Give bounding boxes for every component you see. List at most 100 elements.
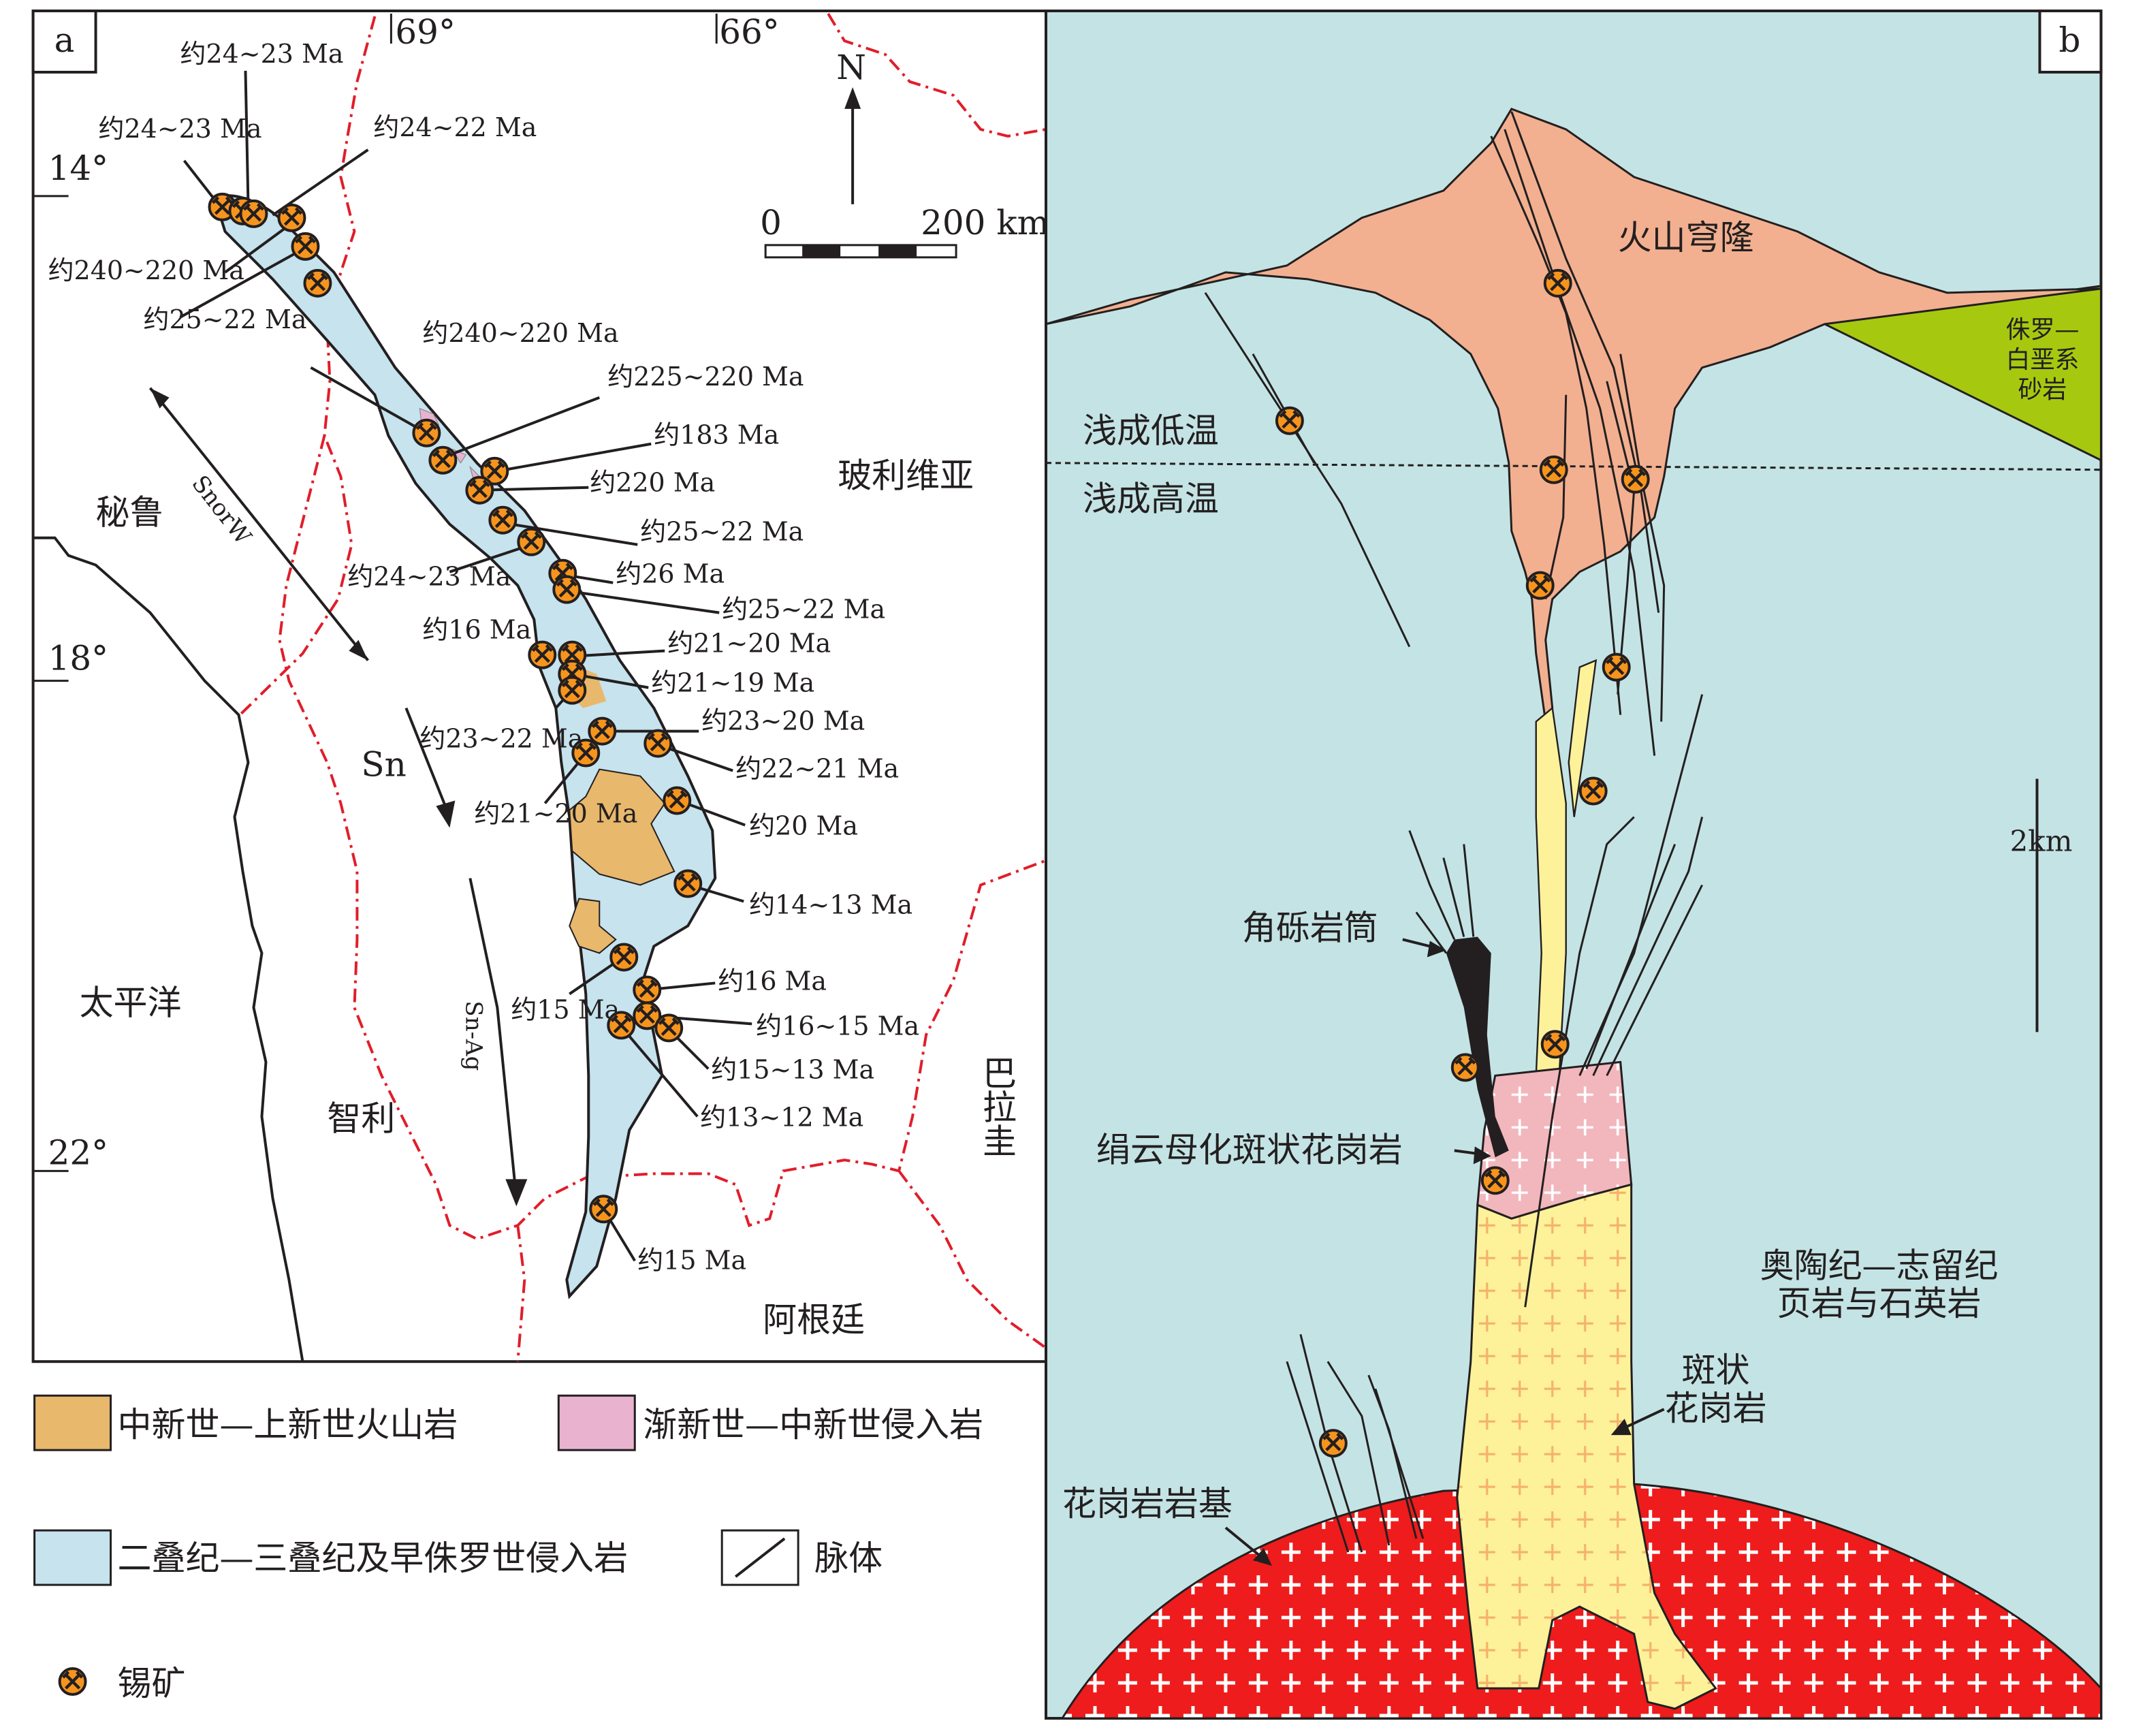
volcanic-field [569, 898, 617, 954]
age-label: 约225~220 Ma [607, 362, 804, 392]
age-label: 约14~13 Ma [749, 889, 912, 919]
tin-deposit-icon [1604, 654, 1630, 680]
scale-bar [764, 244, 957, 259]
tin-deposit-icon [573, 740, 599, 766]
tin-deposit-icon [675, 870, 701, 896]
tin-deposit-icon [466, 477, 492, 503]
leader-line [572, 649, 665, 658]
volcanic-field [569, 768, 676, 886]
leader-line [244, 70, 250, 204]
tin-deposit-icon [559, 678, 585, 704]
latitude-18: 18° [48, 639, 109, 678]
tin-deposit-icon [1277, 408, 1303, 434]
tin-deposit-icon [1482, 1167, 1508, 1193]
longitude-66: 66° [719, 12, 780, 52]
batholith-label: 花岗岩岩基 [1062, 1484, 1233, 1524]
age-label: 约23~20 Ma [701, 706, 865, 736]
tin-deposit-icon [413, 420, 439, 446]
breccia-pipe-label: 角砾岩筒 [1242, 908, 1378, 947]
sn-arrow-icon [436, 800, 456, 828]
tin-deposit-icon [279, 205, 304, 231]
leader-line [179, 247, 306, 319]
age-label: 约16~15 Ma [756, 1011, 919, 1041]
scale-label-2km: 2km [2009, 825, 2072, 858]
tin-deposit-icon [304, 270, 330, 296]
scale-start: 0 [760, 203, 782, 242]
age-label: 约15 Ma [511, 994, 620, 1024]
legend-permian-intrusive: 二叠纪—三叠纪及早侏罗世侵入岩 [118, 1538, 629, 1578]
volcanic-dome [1045, 108, 2101, 725]
sandstone-label-3: 砂岩 [2018, 376, 2067, 404]
sandstone-label-2: 白垩系 [2005, 346, 2079, 374]
porphyry-label-2: 花岗岩 [1665, 1389, 1767, 1428]
tin-deposit-icon [608, 1012, 634, 1038]
panel-b-cross-section: 2km b 火山穹隆 侏罗— 白垩系 砂岩 浅成低温 浅成高温 角砾岩筒 绢云母… [1045, 9, 2103, 1720]
tin-deposit-icon [529, 642, 555, 668]
legend-swatch-volcanic [33, 1394, 112, 1451]
tin-deposit-icon [1545, 270, 1571, 296]
tin-deposit-icon [664, 788, 690, 814]
longitude-69: 69° [395, 12, 456, 52]
pacific-ocean: 太平洋 [80, 983, 182, 1022]
north-arrowhead-icon [844, 86, 861, 109]
sericitized-label: 绢云母化斑状花岗岩 [1096, 1130, 1403, 1169]
breccia-pipe [1446, 936, 1509, 1158]
high-sulfidation-label: 浅成高温 [1083, 479, 1219, 519]
leader-line [567, 589, 720, 614]
age-label: 约22~21 Ma [735, 754, 899, 784]
latitude-14: 14° [48, 148, 109, 188]
age-label: 约16 Ma [718, 966, 827, 996]
tin-deposit-icon [1320, 1430, 1346, 1456]
snag-arrow-icon [505, 1179, 528, 1207]
leader-line [620, 1026, 699, 1118]
age-label: 约25~22 Ma [722, 595, 885, 625]
leader-line [449, 543, 532, 573]
leader-line [479, 486, 589, 492]
age-label: 约24~23 Ma [99, 114, 262, 144]
tin-deposit-icon [292, 234, 318, 259]
low-sulfidation-label: 浅成低温 [1083, 411, 1219, 451]
leader-line [503, 521, 638, 546]
legend-swatch-oligocene [557, 1394, 636, 1451]
age-label: 约24~22 Ma [373, 112, 537, 142]
tin-deposit-icon [1623, 467, 1649, 492]
leader-line [496, 442, 652, 473]
tin-deposit-icon [590, 1196, 616, 1222]
arrow-icon [1473, 1146, 1491, 1165]
tin-deposit-icon [645, 731, 671, 757]
country-argentina: 阿根廷 [763, 1300, 865, 1340]
age-label: 约20 Ma [749, 811, 858, 841]
arrow-icon [1610, 1419, 1632, 1436]
country-bolivia: 玻利维亚 [838, 456, 974, 496]
zone-snag: Sn-Ag [460, 1000, 487, 1071]
tin-deposit-icon [656, 1015, 682, 1041]
national-borders [239, 12, 1047, 1362]
porphyry-granite-stock [1456, 1183, 1717, 1710]
leader-line [310, 366, 428, 435]
sandstone-label-1: 侏罗— [2005, 316, 2079, 344]
epithermal-boundary [1046, 462, 2101, 471]
arrow-icon [1252, 1548, 1272, 1566]
north-label: N [836, 48, 866, 87]
tin-deposit-icon [1452, 1054, 1478, 1080]
panel-a-label: a [54, 20, 75, 60]
tin-deposit-icon [240, 201, 266, 227]
age-label: 约21~19 Ma [651, 668, 814, 698]
zone-sn: Sn [361, 745, 406, 785]
tin-deposit-icon [554, 577, 579, 603]
legend-vein: 脉体 [814, 1538, 883, 1578]
arrow-icon [1427, 941, 1446, 958]
volcanic-dome-label: 火山穹隆 [1618, 218, 1754, 257]
tin-deposit-icon [589, 719, 615, 744]
age-label: 约240~220 Ma [48, 255, 244, 285]
legend-tin-deposit: 锡矿 [118, 1664, 186, 1703]
age-label: 约240~220 Ma [422, 318, 618, 348]
latitude-22: 22° [48, 1133, 109, 1172]
tin-deposit-icon [60, 1669, 86, 1694]
age-label: 约21~20 Ma [474, 799, 637, 829]
age-label: 约183 Ma [654, 420, 779, 450]
age-label: 约21~20 Ma [667, 629, 831, 659]
tin-deposit-icon [611, 944, 637, 970]
